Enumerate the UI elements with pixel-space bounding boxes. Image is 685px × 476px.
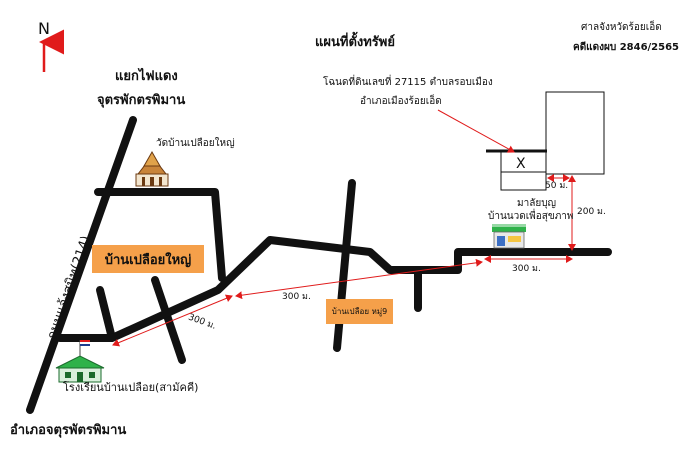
large-building: [545, 91, 605, 175]
branch-road-left: [96, 286, 116, 342]
arrow-300-lower: [112, 294, 233, 347]
intersection-line2: จุตรพักตรพิมาน: [97, 93, 185, 108]
intersection-line1: แยกไฟแดง: [115, 67, 178, 84]
highway-label: ถนนแจ้งสนิท(214): [45, 234, 94, 341]
distance-200: 200 ม.: [577, 207, 606, 217]
parcel-plot: [500, 150, 547, 191]
district-label: อำเภอจตุรพัตรพิมาน: [10, 422, 126, 438]
map-title: แผนที่ตั้งทรัพย์: [315, 31, 395, 50]
distance-300-right: 300 ม.: [512, 264, 541, 274]
temple-icon: [135, 150, 169, 187]
shop-line1: มาลัยบุญ: [517, 198, 556, 209]
deed-line1: โฉนดที่ดินเลขที่ 27115 ตำบลรอบเมือง: [323, 74, 493, 88]
case-number: คดีแดงผบ 2846/2565: [573, 41, 679, 53]
school-label: โรงเรียนบ้านเปลือย(สามัคคี): [63, 380, 198, 394]
distance-300-upper: 300 ม.: [282, 292, 311, 302]
shop-line2: บ้านนวดเพื่อสุขภาพ: [488, 208, 574, 222]
arrow-300-upper: [235, 258, 483, 300]
highway-road: [26, 116, 137, 414]
court-name: ศาลจังหวัดร้อยเอ็ด: [581, 19, 662, 33]
deed-pointer-arrow: [437, 109, 515, 153]
village-moo9-label: บ้านเปลือย หมู่9: [331, 307, 388, 316]
village-main-label: บ้านเปลือยใหญ่: [104, 252, 192, 268]
distance-arrows: [112, 109, 576, 347]
village-main-tag: บ้านเปลือยใหญ่: [92, 245, 204, 273]
distance-300-lower: 300 ม.: [187, 313, 218, 332]
shop-icon: [492, 224, 526, 249]
north-label: N: [38, 19, 50, 38]
village-moo9-tag: บ้านเปลือย หมู่9: [326, 299, 393, 324]
branch-road-main: [94, 188, 226, 282]
deed-line2: อำเภอเมืองร้อยเอ็ด: [360, 93, 442, 107]
distance-50: 50 ม.: [545, 181, 568, 191]
school-icon: [55, 340, 105, 383]
parcel-mark: X: [516, 156, 526, 172]
temple-label: วัดบ้านเปลือยใหญ่: [156, 137, 235, 149]
